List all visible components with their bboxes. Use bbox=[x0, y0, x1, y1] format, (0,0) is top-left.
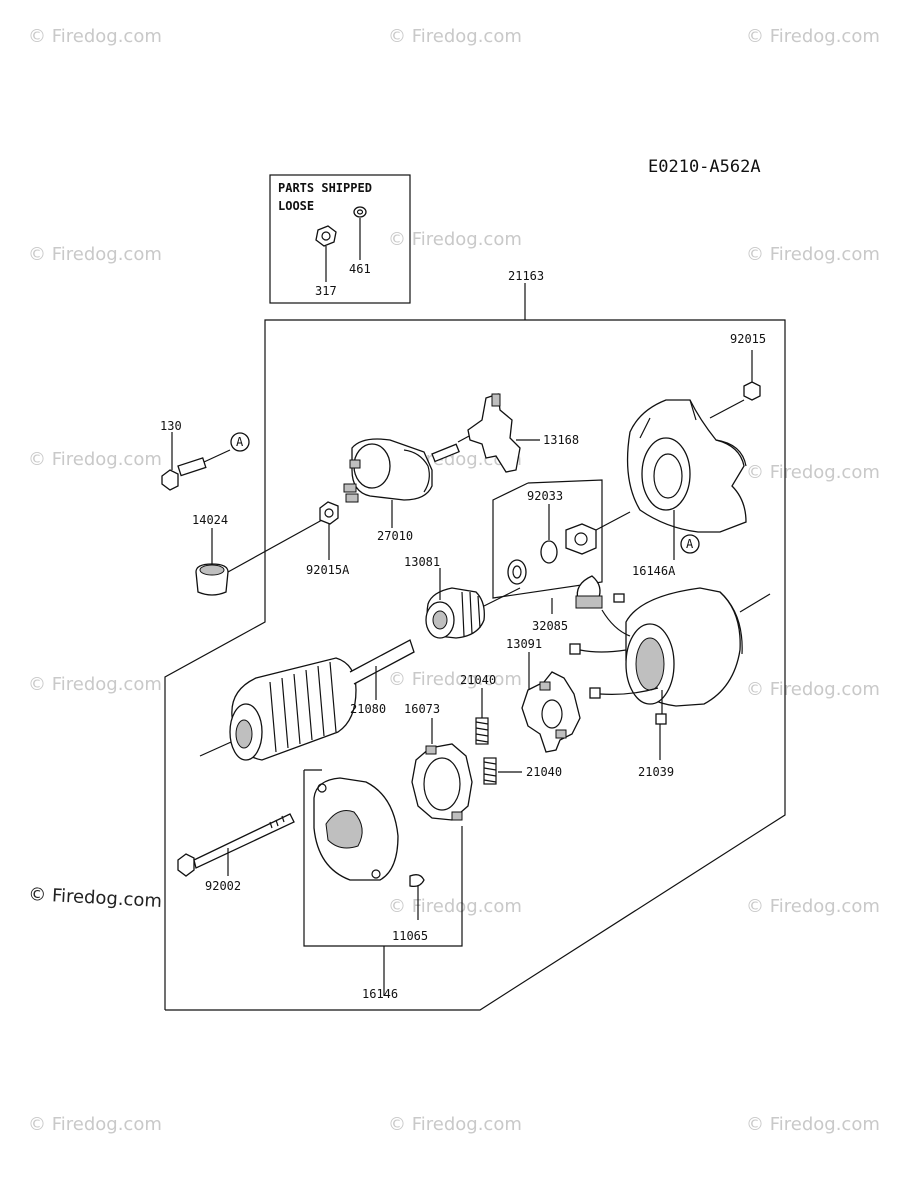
watermark: © Firedog.com bbox=[388, 896, 522, 917]
watermark: © Firedog.com bbox=[28, 449, 162, 470]
rear-cover-16146 bbox=[303, 769, 463, 996]
housing-16146a-icon bbox=[626, 399, 747, 560]
spring-21040-lower-icon bbox=[483, 757, 522, 785]
callout-a-marker: A bbox=[230, 432, 250, 452]
callout-a-label-housing: A bbox=[686, 537, 694, 551]
part-label-92015: 92015 bbox=[730, 332, 766, 346]
watermark: © Firedog.com bbox=[746, 26, 880, 47]
diagram-code: E0210-A562A bbox=[648, 157, 761, 177]
part-label-13091: 13091 bbox=[506, 637, 542, 651]
watermark: © Firedog.com bbox=[388, 26, 522, 47]
watermarks: © Firedog.com © Firedog.com © Firedog.co… bbox=[28, 26, 880, 1135]
loose-box-line2: LOOSE bbox=[278, 199, 314, 213]
yoke-32085-icon bbox=[551, 575, 771, 760]
boot-14024-icon bbox=[195, 519, 323, 596]
callout-a-marker-housing: A bbox=[680, 534, 700, 554]
part-label-27010: 27010 bbox=[377, 529, 413, 543]
part-label-14024: 14024 bbox=[192, 513, 228, 527]
part-label-92015a: 92015A bbox=[306, 563, 350, 577]
washer-461-icon bbox=[353, 206, 367, 260]
assembly-outline-21163 bbox=[164, 283, 786, 1011]
bolt-92002-icon bbox=[177, 813, 295, 877]
watermark: © Firedog.com bbox=[388, 1114, 522, 1135]
part-label-16073: 16073 bbox=[404, 702, 440, 716]
part-label-21040-upper: 21040 bbox=[460, 673, 496, 687]
kit-box-92033 bbox=[492, 479, 631, 599]
solenoid-27010-icon bbox=[343, 427, 485, 528]
lever-13168-icon bbox=[467, 393, 540, 473]
part-label-317: 317 bbox=[315, 284, 337, 298]
brush-holder-13091-icon bbox=[521, 652, 581, 753]
part-label-130: 130 bbox=[160, 419, 182, 433]
pinion-13081-icon bbox=[425, 568, 521, 639]
parts-shipped-loose-box: PARTS SHIPPED LOOSE 317 461 bbox=[269, 174, 411, 304]
watermark: © Firedog.com bbox=[28, 884, 163, 912]
part-label-461: 461 bbox=[349, 262, 371, 276]
nut-317-icon bbox=[315, 225, 337, 282]
bolt-130-icon bbox=[161, 432, 231, 491]
part-label-21080: 21080 bbox=[350, 702, 386, 716]
part-label-16146a: 16146A bbox=[632, 564, 676, 578]
loose-box-line1: PARTS SHIPPED bbox=[278, 181, 372, 195]
watermark: © Firedog.com bbox=[388, 229, 522, 250]
watermark: © Firedog.com bbox=[388, 669, 522, 690]
callout-a-label: A bbox=[236, 435, 244, 449]
watermark: © Firedog.com bbox=[746, 462, 880, 483]
watermark: © Firedog.com bbox=[746, 896, 880, 917]
spring-21040-upper-icon bbox=[475, 688, 489, 745]
watermark: © Firedog.com bbox=[28, 26, 162, 47]
nut-92015a-icon bbox=[319, 501, 339, 560]
part-label-21163: 21163 bbox=[508, 269, 544, 283]
watermark: © Firedog.com bbox=[28, 1114, 162, 1135]
nut-92015-icon bbox=[709, 350, 761, 419]
part-label-11065: 11065 bbox=[392, 929, 428, 943]
armature-21080-icon bbox=[199, 639, 415, 761]
watermark: © Firedog.com bbox=[746, 679, 880, 700]
part-label-16146: 16146 bbox=[362, 987, 398, 1001]
watermark: © Firedog.com bbox=[746, 1114, 880, 1135]
part-label-13168: 13168 bbox=[543, 433, 579, 447]
watermark: © Firedog.com bbox=[28, 244, 162, 265]
part-label-32085: 32085 bbox=[532, 619, 568, 633]
part-label-92002: 92002 bbox=[205, 879, 241, 893]
part-label-21040-lower: 21040 bbox=[526, 765, 562, 779]
watermark: © Firedog.com bbox=[28, 674, 162, 695]
part-label-92033: 92033 bbox=[527, 489, 563, 503]
part-label-13081: 13081 bbox=[404, 555, 440, 569]
plate-16073-icon bbox=[411, 718, 473, 821]
part-label-21039: 21039 bbox=[638, 765, 674, 779]
watermark: © Firedog.com bbox=[746, 244, 880, 265]
